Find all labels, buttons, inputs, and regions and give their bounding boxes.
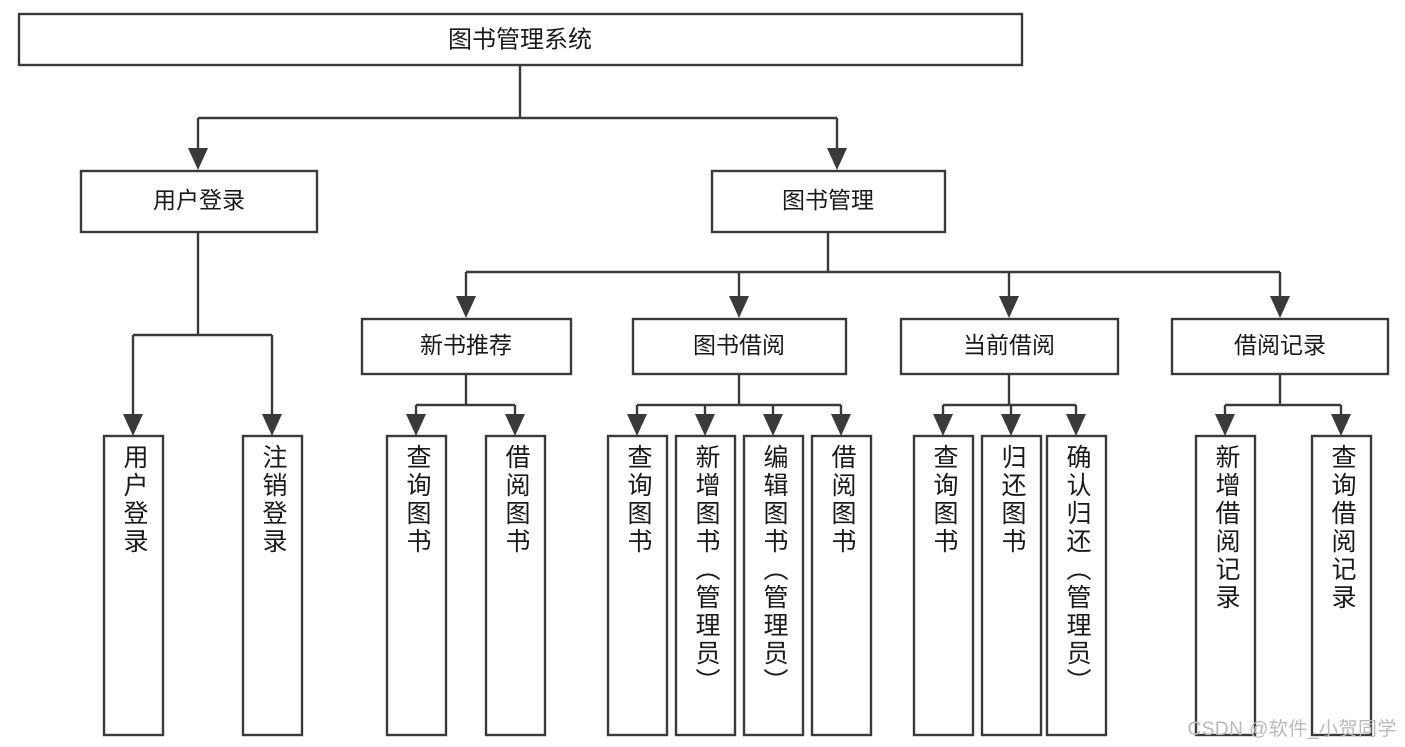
node-box-root-system[interactable] (17, 12, 1024, 67)
node-user-login[interactable]: 用户登录 (79, 169, 319, 234)
arrow-head-cb-leaf-2 (1001, 414, 1021, 436)
arrow-head-bb-leaf-4 (831, 414, 851, 436)
node-label-book-manage: 图书管理 (782, 187, 874, 213)
node-box-borrow-record[interactable] (1170, 317, 1390, 376)
node-box-leaf-logout[interactable] (241, 434, 304, 737)
connector-group-book-borrow-children (627, 375, 851, 436)
node-book-borrow[interactable]: 图书借阅 (631, 317, 848, 376)
arrow-head-cb-leaf-1 (933, 414, 953, 436)
node-borrow-record[interactable]: 借阅记录 (1170, 317, 1390, 376)
node-label-user-login: 用户登录 (153, 187, 245, 213)
node-box-leaf-return-book-cb[interactable] (980, 434, 1043, 737)
arrow-head-cb-leaf-3 (1066, 414, 1086, 436)
connector-group-root-to-level1 (188, 65, 847, 170)
connector-group-user-login-children (123, 232, 282, 436)
node-box-leaf-borrow-book-nb[interactable] (484, 434, 547, 737)
node-box-leaf-query-book-bb[interactable] (606, 434, 669, 737)
node-box-leaf-query-book-nb[interactable] (385, 434, 448, 737)
node-box-leaf-add-record-br[interactable] (1194, 434, 1257, 737)
node-label-book-borrow: 图书借阅 (693, 332, 785, 358)
node-box-leaf-edit-book-bb[interactable] (742, 434, 805, 737)
arrow-head-bb-leaf-1 (627, 414, 647, 436)
node-root-system[interactable]: 图书管理系统 (17, 12, 1024, 67)
arrow-head-leaf-logout (262, 414, 282, 436)
node-box-leaf-add-book-bb[interactable] (674, 434, 737, 737)
arrow-head-br-leaf-2 (1331, 414, 1351, 436)
arrow-head-bb-leaf-2 (695, 414, 715, 436)
arrow-head-nb-leaf-1 (406, 414, 426, 436)
arrow-head-br-leaf-1 (1215, 414, 1235, 436)
arrow-head-borrow-record (1270, 296, 1290, 318)
node-book-manage[interactable]: 图书管理 (710, 169, 947, 234)
arrow-head-book-borrow (729, 296, 749, 318)
arrow-head-bb-leaf-3 (763, 414, 783, 436)
node-new-book-recommend[interactable]: 新书推荐 (360, 317, 573, 376)
connector-group-book-manage-children (456, 232, 1290, 318)
arrow-head-user-login (188, 148, 208, 170)
node-box-new-book-recommend[interactable] (360, 317, 573, 376)
node-label-borrow-record: 借阅记录 (1234, 332, 1326, 358)
arrow-head-leaf-user-login (123, 414, 143, 436)
node-box-user-login[interactable] (79, 169, 319, 234)
connector-group-new-book-children (406, 375, 525, 436)
node-current-borrow[interactable]: 当前借阅 (899, 317, 1120, 376)
arrow-head-current-borrow (999, 296, 1019, 318)
node-box-leaf-query-book-cb[interactable] (912, 434, 975, 737)
node-label-current-borrow: 当前借阅 (963, 332, 1055, 358)
connector-group-borrow-record-children (1215, 375, 1351, 436)
arrow-head-book-manage (827, 148, 847, 170)
arrow-head-new-book (456, 296, 476, 318)
node-box-current-borrow[interactable] (899, 317, 1120, 376)
node-label-root-system: 图书管理系统 (448, 26, 592, 53)
node-label-new-book-recommend: 新书推荐 (420, 332, 512, 358)
node-box-book-borrow[interactable] (631, 317, 848, 376)
csdn-watermark: CSDN @软件_小贺同学 (1187, 719, 1397, 740)
connector-group-current-borrow-children (933, 375, 1086, 436)
node-box-leaf-query-record-br[interactable] (1310, 434, 1373, 737)
node-box-leaf-borrow-book-bb[interactable] (810, 434, 873, 737)
arrow-head-nb-leaf-2 (505, 414, 525, 436)
node-box-leaf-user-login[interactable] (102, 434, 165, 737)
node-box-book-manage[interactable] (710, 169, 947, 234)
node-box-leaf-confirm-return-cb[interactable] (1045, 434, 1108, 737)
